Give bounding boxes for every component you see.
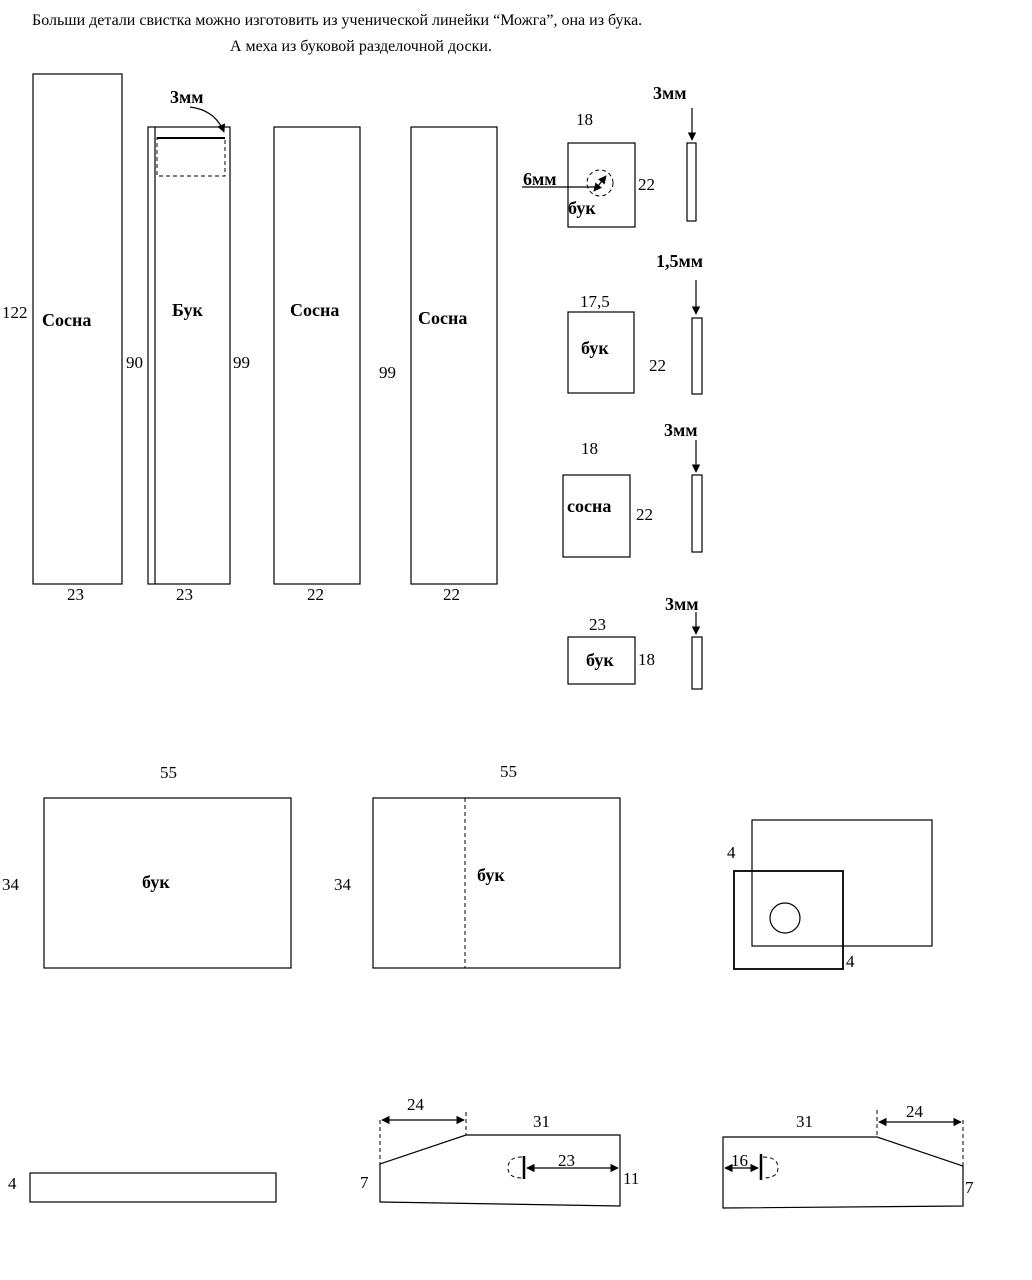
- dim-top: 17,5: [580, 292, 610, 311]
- dim-right: 7: [965, 1178, 974, 1197]
- dim-left: 7: [360, 1173, 369, 1192]
- dim-left: 90: [126, 353, 143, 372]
- dim-side: 22: [638, 175, 655, 194]
- dim-top: 18: [581, 439, 598, 458]
- dim-taper: 24: [407, 1095, 425, 1114]
- dim-top: 55: [500, 762, 517, 781]
- header-line-2: А меха из буковой разделочной доски.: [230, 38, 492, 55]
- dim-height: 99: [379, 363, 396, 382]
- dim-offset-bottom: 4: [846, 952, 855, 971]
- board-label: бук: [477, 865, 505, 885]
- dim-width: 23: [67, 585, 84, 604]
- strip-label: Сосна: [418, 308, 467, 328]
- dim-side: 34: [2, 875, 20, 894]
- plate-label: бук: [568, 198, 596, 218]
- plate-3: сосна 18 22 3мм: [562, 420, 703, 558]
- dim-top: 31: [533, 1112, 550, 1131]
- assembly-view: 4 4: [727, 819, 933, 971]
- dim-thickness: 3мм: [653, 83, 687, 103]
- board-2: бук 55 34: [334, 762, 621, 969]
- plate-label: бук: [586, 650, 614, 670]
- bottom-bar: 4: [8, 1172, 277, 1203]
- dim-side: 22: [636, 505, 653, 524]
- hole-dim: 6мм: [523, 169, 557, 189]
- dim-side: 18: [638, 650, 655, 669]
- strip-label: Сосна: [290, 300, 339, 320]
- plate-label: сосна: [567, 496, 611, 516]
- board-1: бук 55 34: [2, 763, 292, 969]
- strip-1: Сосна 122 23: [2, 73, 123, 604]
- strip-label: Бук: [172, 300, 203, 320]
- tapered-piece-left: 24 31 7 11 23: [360, 1095, 639, 1207]
- dim-width: 22: [443, 585, 460, 604]
- board-label: бук: [142, 872, 170, 892]
- strip-2: 3мм Бук 90 99 23: [126, 87, 250, 604]
- strip-4: Сосна 99 22: [379, 126, 498, 604]
- dim-width: 22: [307, 585, 324, 604]
- dim-hole: 16: [731, 1151, 748, 1170]
- dim-thickness: 3мм: [665, 594, 699, 614]
- dim-side: 34: [334, 875, 352, 894]
- dim-side: 4: [8, 1174, 17, 1193]
- strip-label: Сосна: [42, 310, 91, 330]
- dim-side: 22: [649, 356, 666, 375]
- dim-height: 122: [2, 303, 28, 322]
- plate-label: бук: [581, 338, 609, 358]
- dim-taper: 24: [906, 1102, 924, 1121]
- dim-thickness: 3мм: [664, 420, 698, 440]
- dim-hole: 23: [558, 1151, 575, 1170]
- dim-offset-top: 4: [727, 843, 736, 862]
- dim-right: 11: [623, 1169, 639, 1188]
- dim-top: 55: [160, 763, 177, 782]
- dim-top: 31: [796, 1112, 813, 1131]
- dim-right: 99: [233, 353, 250, 372]
- strip-3: Сосна 22: [273, 126, 361, 604]
- dim-thickness: 1,5мм: [656, 251, 703, 271]
- dim-width: 23: [176, 585, 193, 604]
- dim-top: 23: [589, 615, 606, 634]
- plate-4: бук 23 18 3мм: [567, 594, 703, 690]
- tapered-piece-right: 24 31 7 16: [722, 1102, 974, 1209]
- dim-top: 18: [576, 110, 593, 129]
- plate-1: 6мм бук 18 22 3мм: [522, 83, 697, 228]
- slot-dim: 3мм: [170, 87, 204, 107]
- header-line-1: Больши детали свистка можно изготовить и…: [32, 12, 642, 29]
- plate-2: бук 17,5 22 1,5мм: [567, 251, 703, 395]
